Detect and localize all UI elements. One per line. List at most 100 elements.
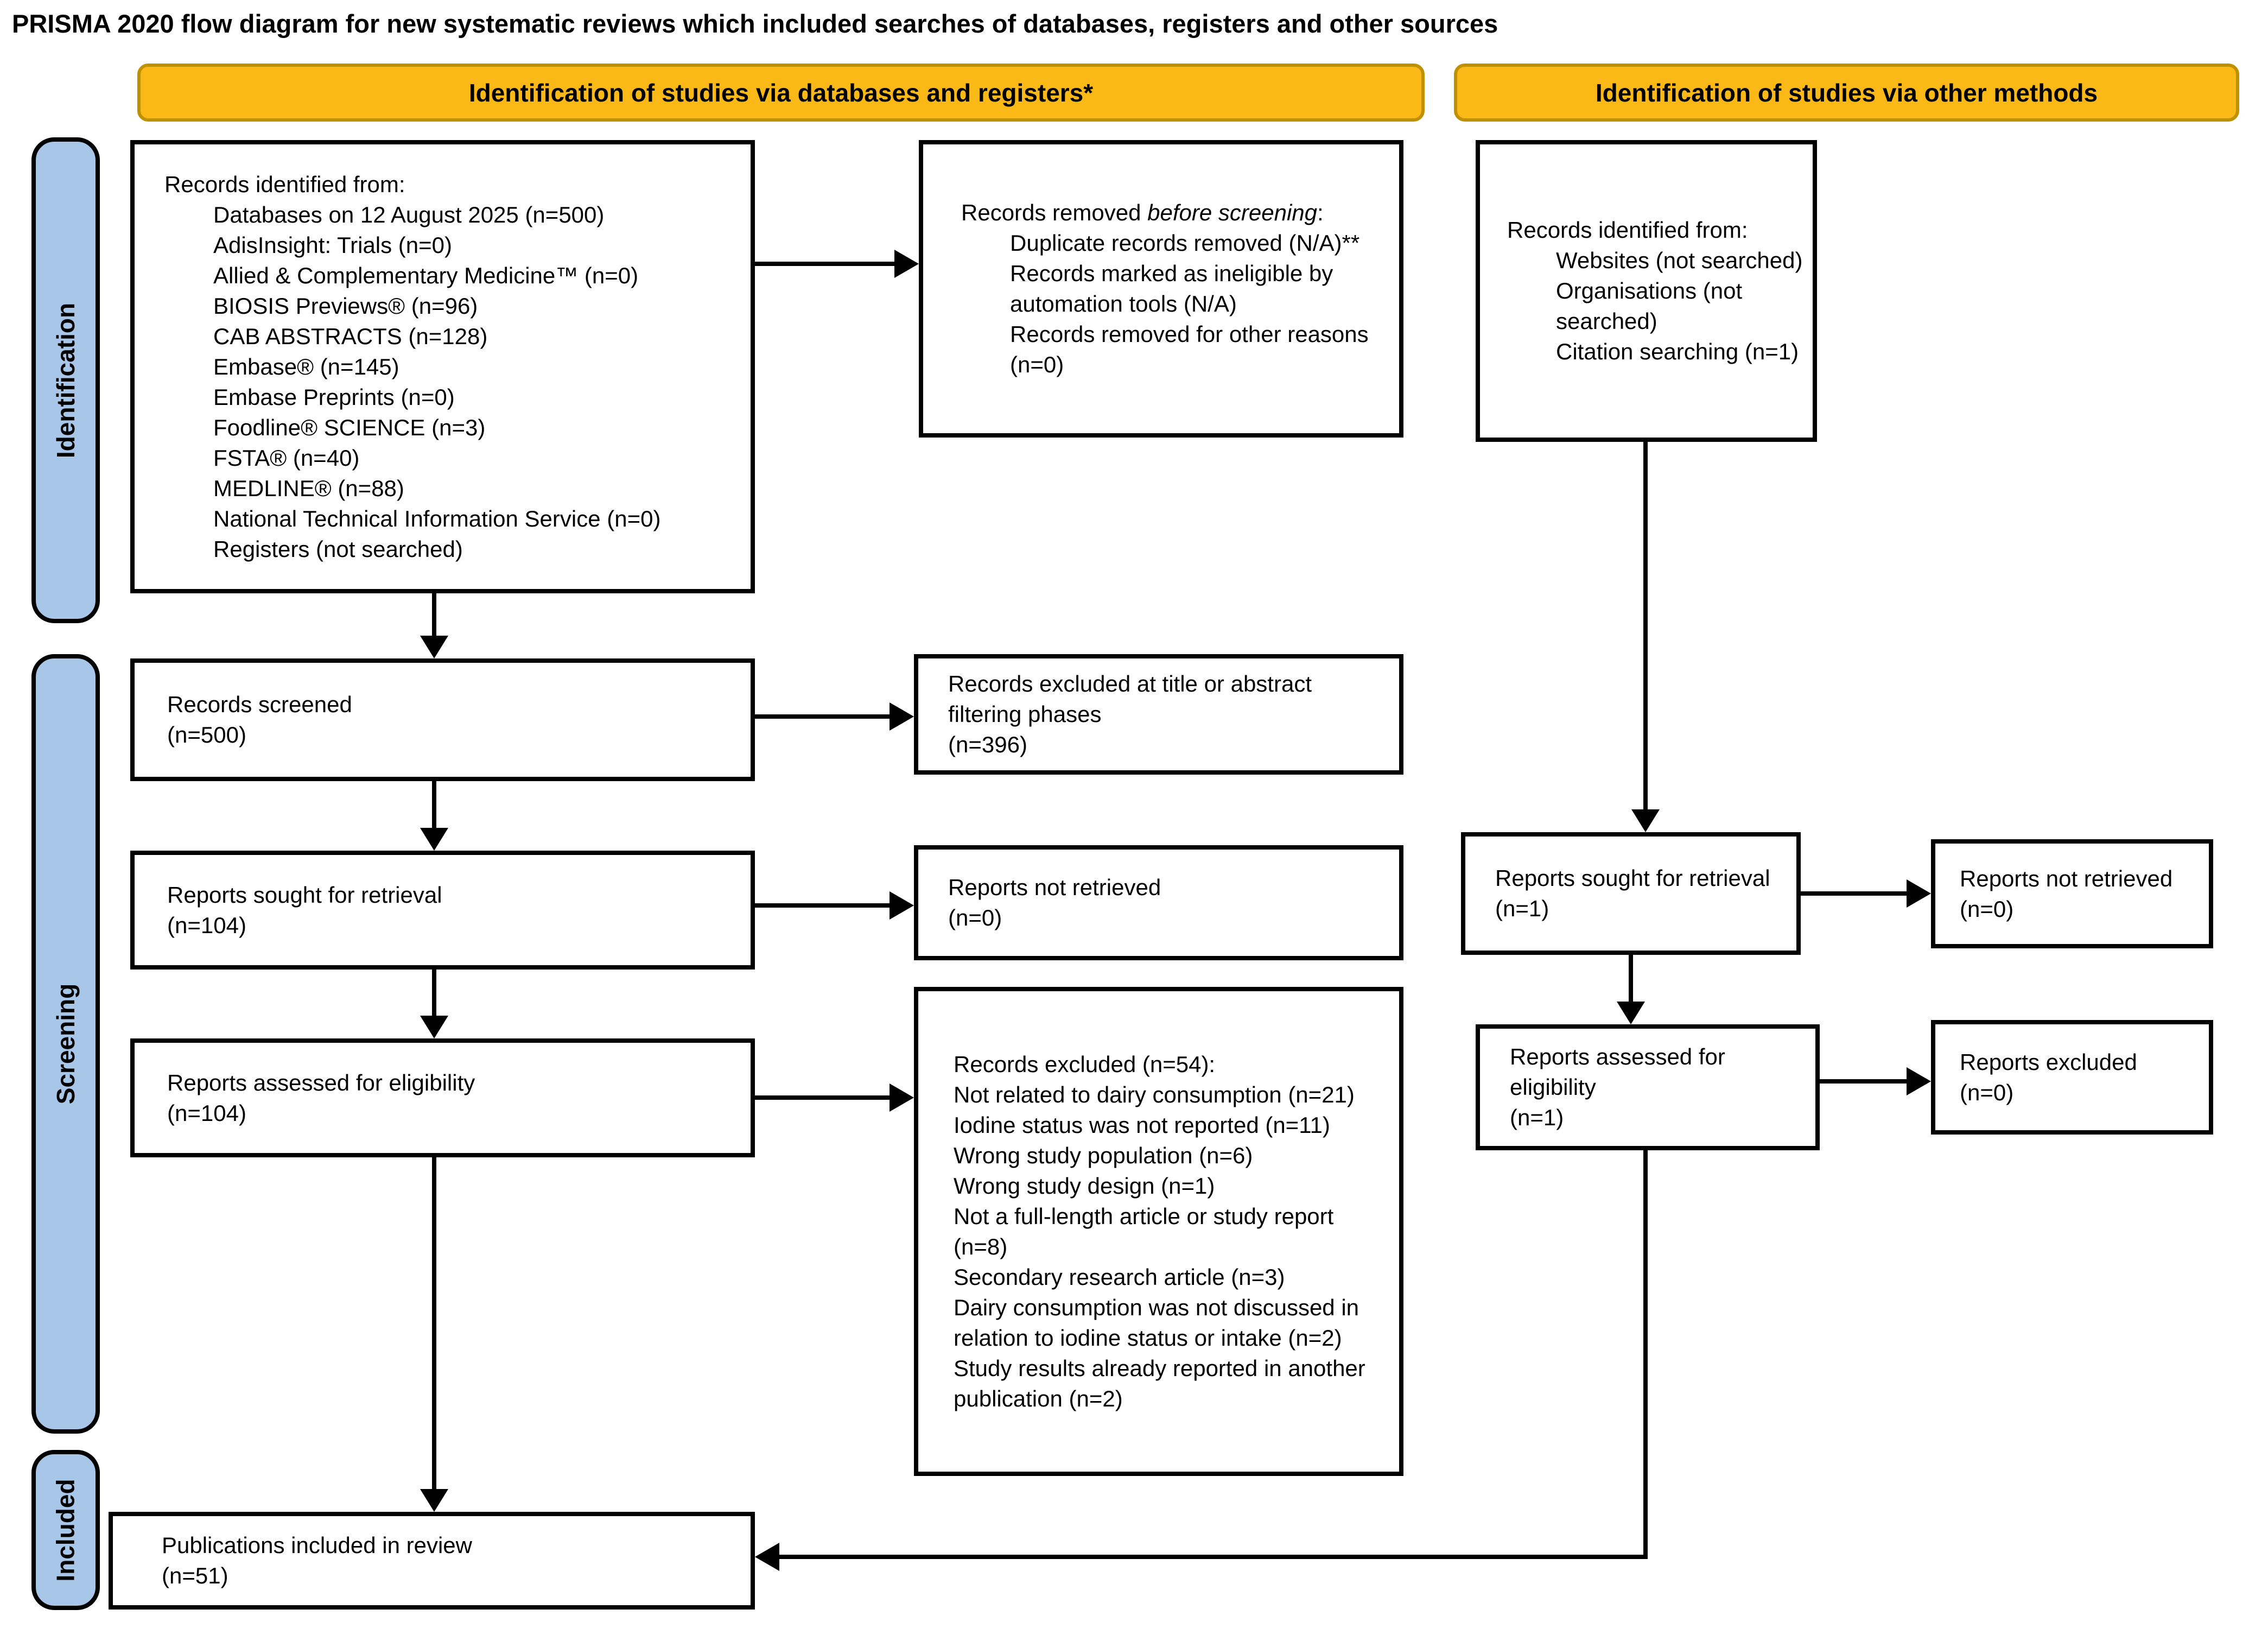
box-line: Publications included in review [162, 1532, 472, 1558]
box-records-identified-databases: Records identified from: Databases on 12… [130, 140, 755, 593]
box-line: Reports assessed for eligibility [1510, 1044, 1725, 1100]
box-line: Reports not retrieved [1960, 865, 2173, 891]
source-item: AdisInsight: Trials (n=0) [213, 232, 453, 258]
box-reports-excluded-other: Reports excluded (n=0) [1931, 1020, 2213, 1135]
box-count: (n=500) [167, 722, 246, 747]
box-reports-sought-databases: Reports sought for retrieval (n=104) [130, 851, 755, 970]
box-count: (n=0) [948, 905, 1002, 930]
box-line: Records screened [167, 692, 352, 717]
box-count: (n=0) [1960, 1079, 2014, 1105]
arrowhead-right-icon [1907, 1067, 1931, 1095]
box-title: Records identified from: [1507, 217, 1748, 243]
arrow-screened-to-excluded [755, 714, 890, 719]
sidebar-screening: Screening [31, 654, 100, 1434]
arrow-assessed-to-excluded [755, 1095, 890, 1100]
source-item: National Technical Information Service (… [213, 505, 661, 531]
box-line: Reports assessed for eligibility [167, 1069, 475, 1095]
arrow-sought-to-assessed [432, 970, 436, 1016]
arrow-other-assessed-to-included-vertical [1643, 1150, 1648, 1559]
box-title: Records removed before screening: [961, 200, 1324, 225]
exclusion-item: Wrong study population (n=6) [954, 1142, 1253, 1168]
box-count: (n=104) [167, 1100, 246, 1126]
box-reports-not-retrieved-other: Reports not retrieved (n=0) [1931, 839, 2213, 948]
arrowhead-down-icon [420, 1016, 448, 1038]
box-count: (n=396) [948, 732, 1027, 757]
box-count: (n=1) [1510, 1105, 1564, 1130]
source-item: Foodline® SCIENCE (n=3) [213, 414, 486, 440]
box-title: Records excluded (n=54): [954, 1051, 1216, 1077]
box-reports-assessed-databases: Reports assessed for eligibility (n=104) [130, 1038, 755, 1157]
box-count: (n=1) [1495, 896, 1549, 921]
arrowhead-right-icon [890, 702, 914, 731]
box-records-excluded-eligibility: Records excluded (n=54): Not related to … [914, 987, 1403, 1476]
source-item: Allied & Complementary Medicine™ (n=0) [213, 262, 639, 288]
sidebar-identification-label: Identification [52, 302, 80, 458]
arrowhead-down-icon [1617, 1002, 1645, 1024]
box-count: (n=0) [1960, 896, 2014, 922]
source-item: Citation searching (n=1) [1556, 339, 1799, 364]
removal-item: Records marked as ineligible by automati… [1010, 261, 1333, 316]
exclusion-item: Dairy consumption was not discussed in r… [954, 1294, 1359, 1351]
sidebar-screening-label: Screening [52, 983, 80, 1105]
page-title: PRISMA 2020 flow diagram for new systema… [12, 9, 1498, 38]
exclusion-item: Not a full-length article or study repor… [954, 1203, 1334, 1259]
source-item: MEDLINE® (n=88) [213, 475, 404, 501]
source-item: CAB ABSTRACTS (n=128) [213, 323, 488, 349]
box-publications-included: Publications included in review (n=51) [109, 1512, 755, 1610]
source-item: Databases on 12 August 2025 (n=500) [213, 201, 605, 227]
box-records-removed: Records removed before screening: Duplic… [919, 140, 1403, 438]
header-databases-registers: Identification of studies via databases … [137, 64, 1425, 122]
arrowhead-right-icon [890, 891, 914, 920]
box-reports-not-retrieved-databases: Reports not retrieved (n=0) [914, 845, 1403, 960]
box-line: Reports sought for retrieval [167, 882, 442, 908]
source-item: Websites (not searched) [1556, 248, 1803, 273]
exclusion-item: Not related to dairy consumption (n=21) [954, 1081, 1355, 1107]
source-item: Organisations (not searched) [1556, 278, 1743, 334]
box-line: Reports excluded [1960, 1049, 2137, 1075]
sidebar-included-label: Included [52, 1478, 80, 1582]
arrowhead-right-icon [890, 1084, 914, 1112]
arrow-other-sought-to-not-retrieved [1801, 891, 1907, 896]
source-item: BIOSIS Previews® (n=96) [213, 293, 478, 319]
sidebar-included: Included [31, 1450, 100, 1610]
source-item: Embase Preprints (n=0) [213, 384, 455, 410]
box-line: Reports not retrieved [948, 875, 1161, 900]
box-reports-sought-other: Reports sought for retrieval (n=1) [1461, 832, 1801, 955]
box-count: (n=51) [162, 1563, 228, 1588]
box-line: Records excluded at title or abstract fi… [948, 671, 1312, 727]
arrowhead-down-icon [420, 1489, 448, 1512]
arrow-sought-to-not-retrieved [755, 903, 890, 908]
removal-item: Records removed for other reasons (n=0) [1010, 321, 1369, 377]
arrowhead-left-icon [755, 1543, 779, 1571]
box-title: Records identified from: [164, 171, 405, 197]
arrowhead-right-icon [894, 250, 919, 278]
arrowhead-right-icon [1907, 879, 1931, 908]
exclusion-item: Iodine status was not reported (n=11) [954, 1112, 1330, 1138]
box-records-screened: Records screened (n=500) [130, 658, 755, 781]
arrow-identified-to-removed [755, 262, 894, 266]
exclusion-item: Wrong study design (n=1) [954, 1173, 1215, 1199]
arrow-assessed-to-included [432, 1157, 436, 1489]
box-line: Reports sought for retrieval [1495, 865, 1770, 891]
arrowhead-down-icon [420, 636, 448, 658]
box-records-identified-other: Records identified from: Websites (not s… [1476, 140, 1817, 442]
arrow-other-identified-to-sought [1643, 442, 1648, 810]
exclusion-item: Secondary research article (n=3) [954, 1264, 1285, 1290]
box-count: (n=104) [167, 912, 246, 938]
box-reports-assessed-other: Reports assessed for eligibility (n=1) [1476, 1024, 1820, 1150]
arrow-screened-to-sought [432, 781, 436, 828]
removal-item: Duplicate records removed (N/A)** [1010, 230, 1360, 256]
source-item: Embase® (n=145) [213, 353, 399, 379]
arrow-other-assessed-to-excluded [1820, 1079, 1907, 1084]
arrowhead-down-icon [1631, 809, 1660, 832]
arrow-other-sought-to-assessed [1629, 955, 1633, 1002]
arrow-other-assessed-to-included-horizontal [779, 1555, 1648, 1559]
arrow-identified-to-screened [432, 593, 436, 636]
header-other-methods: Identification of studies via other meth… [1454, 64, 2239, 122]
exclusion-item: Study results already reported in anothe… [954, 1355, 1365, 1411]
source-item: Registers (not searched) [213, 536, 463, 562]
sidebar-identification: Identification [31, 137, 100, 623]
source-item: FSTA® (n=40) [213, 445, 360, 471]
box-records-excluded-screening: Records excluded at title or abstract fi… [914, 654, 1403, 775]
